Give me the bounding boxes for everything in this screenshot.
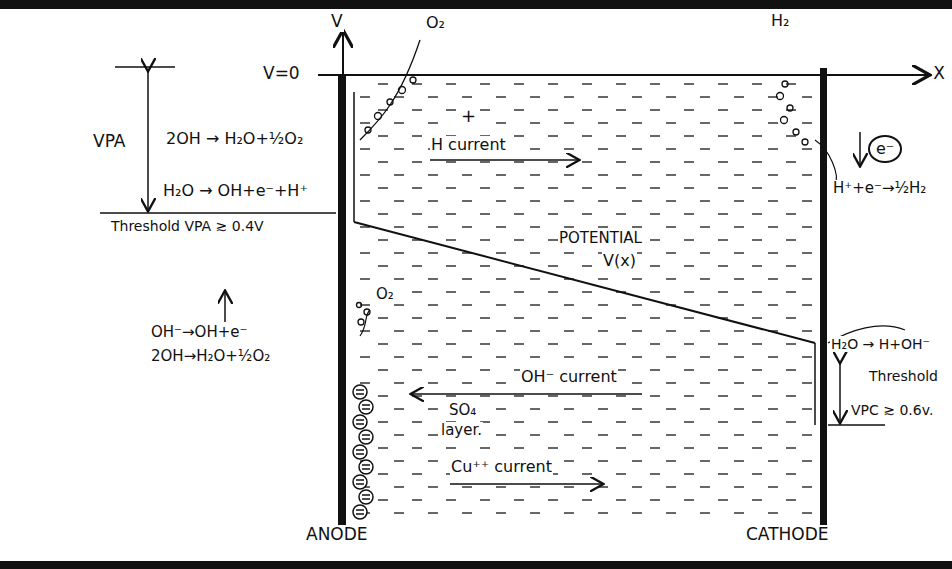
ion-circle: [353, 445, 367, 459]
reaction: H₂O → H+OH⁻: [830, 336, 931, 352]
bubble: [802, 139, 808, 145]
ion-mark: [356, 393, 364, 395]
bubble: [365, 127, 371, 133]
reaction: 2OH → H₂O+½O₂: [165, 130, 304, 148]
ion-mark: [356, 509, 364, 511]
charge-sign: +: [460, 106, 477, 127]
potential-label: POTENTIAL: [558, 230, 643, 247]
ion-circle: [359, 460, 373, 474]
electron-arrow: [859, 132, 861, 165]
threshold-note: Threshold VPA ≳ 0.4V: [110, 218, 265, 234]
gas-label: O₂: [375, 286, 395, 303]
reaction: H⁺+e⁻→½H₂: [832, 180, 927, 197]
oh-current-arrow: [412, 393, 642, 395]
ion-circle: [353, 505, 367, 519]
cathode-drop: [814, 343, 816, 425]
electrode-label: CATHODE: [745, 525, 830, 545]
axis-label: X: [932, 64, 946, 84]
electrode-label: ANODE: [305, 525, 369, 545]
axis-label: V=0: [262, 64, 301, 84]
o2-path: [360, 40, 420, 140]
bubble: [357, 303, 362, 308]
current-label: OH⁻ current: [520, 368, 618, 386]
ion-mark: [356, 389, 364, 391]
anode-plate: [353, 92, 355, 222]
current-label: H current: [430, 136, 507, 154]
o2-lower-path: [360, 310, 370, 336]
ion-mark: [356, 513, 364, 515]
ion-circle: [353, 385, 367, 399]
top-border: [0, 0, 952, 9]
axis-label: V: [330, 12, 344, 32]
ion-circle: [359, 430, 373, 444]
ion-mark: [362, 498, 370, 500]
bubble: [375, 113, 382, 120]
bubble: [399, 87, 406, 94]
bubble: [782, 81, 788, 87]
voltage-label: VPA: [92, 132, 126, 152]
reaction: 2OH→H₂O+½O₂: [150, 348, 271, 365]
ion-mark: [362, 404, 370, 406]
vpc-arrow: [839, 362, 841, 422]
cu-current-arrow: [450, 483, 602, 485]
cathode-bar: [820, 68, 827, 545]
electron-symbol: e⁻: [868, 135, 902, 163]
bottom-border: [0, 561, 952, 569]
vpa-arrow: [147, 70, 149, 210]
ion-mark: [356, 449, 364, 451]
vpc-tick: [828, 424, 885, 426]
reaction: H₂O → OH+e⁻+H⁺: [162, 182, 309, 200]
bubble: [793, 129, 799, 135]
bubble: [387, 99, 393, 105]
ion-circle: [359, 490, 373, 504]
ion-mark: [356, 419, 364, 421]
h-current-arrow: [430, 159, 578, 161]
reaction: OH⁻→OH+e⁻: [150, 324, 248, 341]
bubble: [781, 117, 788, 124]
ion-circle: [353, 415, 367, 429]
ion-circle: [353, 475, 367, 489]
ion-circle: [359, 400, 373, 414]
ion-mark: [356, 423, 364, 425]
ion-label: SO₄: [448, 402, 477, 419]
ion-mark: [362, 434, 370, 436]
potential-label: V(x): [602, 252, 637, 270]
ion-mark: [356, 483, 364, 485]
threshold-line: [100, 212, 336, 214]
electrolyte: [356, 82, 816, 518]
ion-mark: [362, 494, 370, 496]
sulfate-ions: [353, 385, 373, 519]
bubble: [777, 93, 784, 100]
ion-mark: [362, 464, 370, 466]
current-label: Cu⁺⁺ current: [450, 458, 553, 476]
gas-label: O₂: [425, 14, 446, 32]
threshold-note: VPC ≳ 0.6v.: [850, 402, 934, 418]
bubble: [787, 105, 793, 111]
potential-line: [354, 222, 815, 343]
bubbles: [357, 77, 809, 325]
vpa-tick: [115, 66, 175, 68]
bubble: [410, 77, 416, 83]
ion-mark: [356, 479, 364, 481]
h-path: [815, 140, 836, 185]
ion-label: layer.: [440, 422, 483, 439]
bubble: [364, 309, 370, 315]
bubble: [358, 319, 364, 325]
ion-mark: [362, 438, 370, 440]
threshold-note: Threshold: [868, 368, 939, 384]
ion-mark: [356, 453, 364, 455]
ion-mark: [362, 468, 370, 470]
x-axis: [318, 74, 928, 76]
ion-mark: [362, 408, 370, 410]
gas-label: H₂: [770, 12, 790, 30]
anode-bar: [338, 75, 346, 545]
up-arrow: [224, 292, 226, 322]
